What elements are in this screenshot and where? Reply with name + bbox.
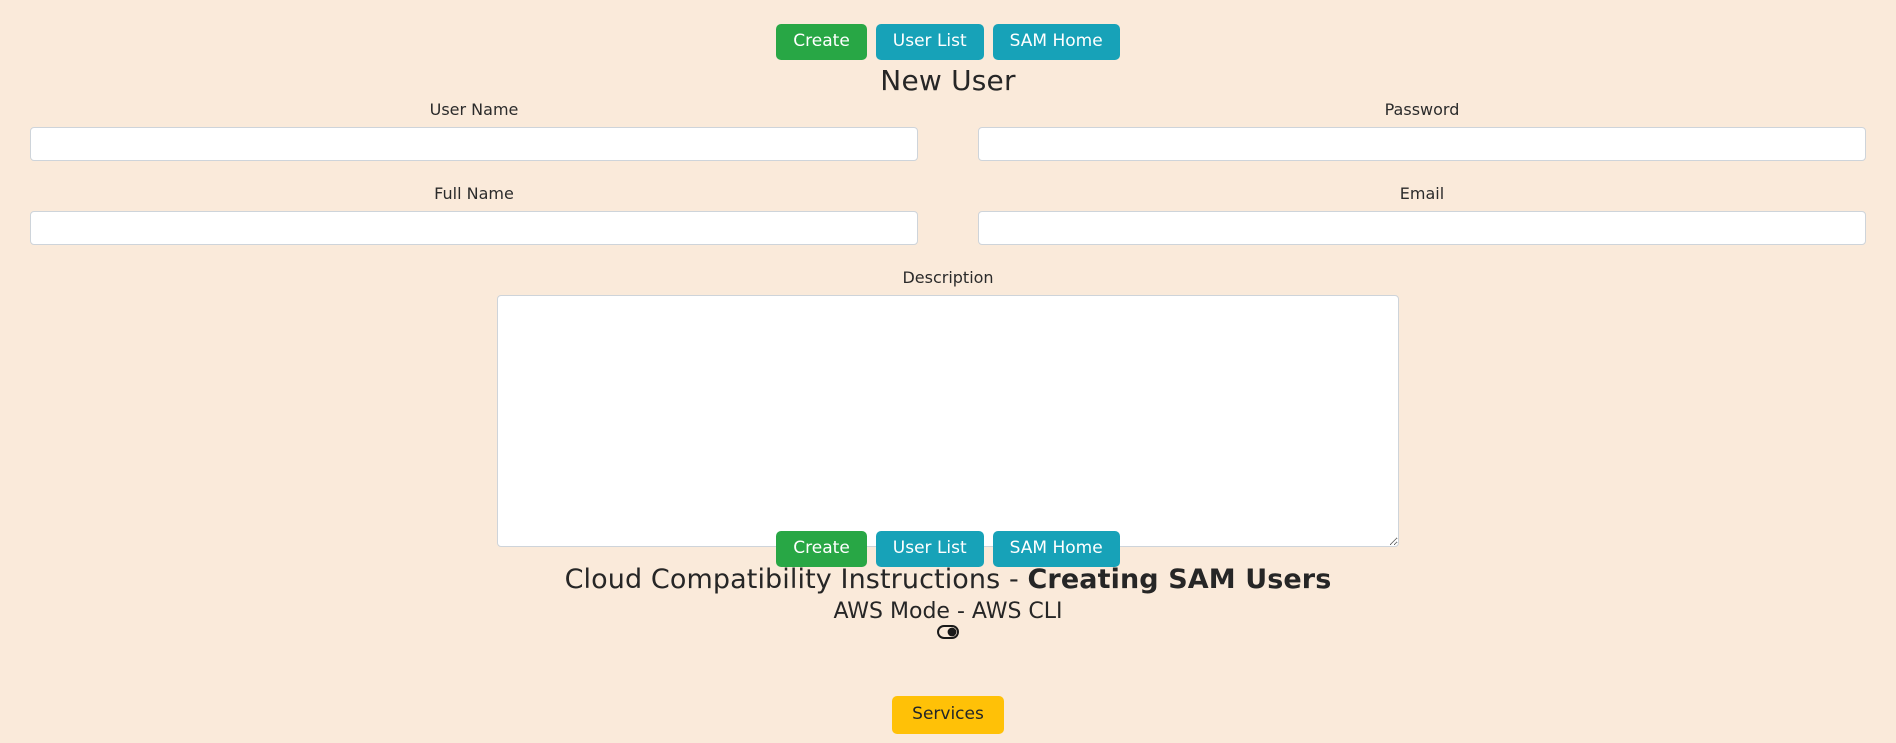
user-list-button-top[interactable]: User List <box>875 24 984 60</box>
services-button[interactable]: Services <box>892 696 1004 734</box>
sam-home-button-bottom[interactable]: SAM Home <box>992 531 1120 567</box>
top-button-row: Create User List SAM Home <box>0 24 1896 60</box>
user-name-label: User Name <box>429 100 519 119</box>
page-title: New User <box>880 64 1016 97</box>
email-input[interactable] <box>978 211 1866 246</box>
form-field-description: Description <box>0 268 1896 548</box>
aws-mode-toggle-wrap <box>0 625 1896 639</box>
description-textarea[interactable] <box>497 295 1399 548</box>
password-input[interactable] <box>978 127 1866 162</box>
password-label: Password <box>1384 100 1460 119</box>
create-button-bottom[interactable]: Create <box>776 531 867 567</box>
form-row-2: Full Name Email <box>0 184 1896 246</box>
instructions-bold: Creating SAM Users <box>1027 564 1332 595</box>
user-name-input[interactable] <box>30 127 918 162</box>
form-field-full-name: Full Name <box>0 184 948 246</box>
user-list-button-bottom[interactable]: User List <box>875 531 984 567</box>
sam-home-button-top[interactable]: SAM Home <box>992 24 1120 60</box>
form-field-user-name: User Name <box>0 100 948 162</box>
new-user-form: User Name Password Full Name Email Descr… <box>0 100 1896 548</box>
services-button-wrap: Services <box>0 696 1896 734</box>
instructions-heading: Cloud Compatibility Instructions - Creat… <box>0 564 1896 595</box>
aws-mode-line: AWS Mode - AWS CLI <box>833 599 1063 624</box>
form-field-email: Email <box>948 184 1896 246</box>
email-label: Email <box>1399 184 1445 204</box>
full-name-input[interactable] <box>30 211 918 246</box>
form-field-password: Password <box>948 100 1896 162</box>
form-row-spacer <box>0 161 1896 184</box>
bottom-button-row: Create User List SAM Home <box>0 531 1896 567</box>
form-row-1: User Name Password <box>0 100 1896 162</box>
description-label: Description <box>902 268 994 288</box>
instructions-prefix: Cloud Compatibility Instructions - <box>564 564 1028 595</box>
full-name-label: Full Name <box>434 184 514 204</box>
toggle-switch-icon[interactable] <box>937 625 959 639</box>
create-button-top[interactable]: Create <box>776 24 867 60</box>
